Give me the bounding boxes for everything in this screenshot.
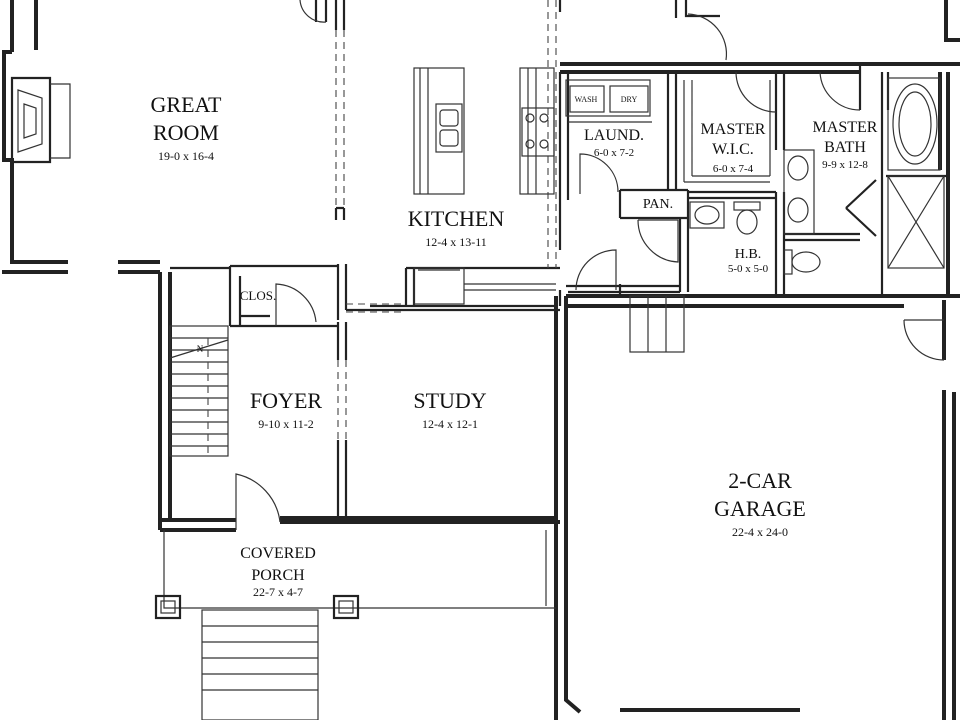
- wic-dims: 6-0 x 7-4: [713, 163, 754, 175]
- garage-dims: 22-4 x 24-0: [732, 525, 788, 539]
- bathtub: [887, 77, 941, 171]
- great-room-name-1: GREAT: [151, 92, 222, 117]
- toilet-master: [783, 249, 821, 275]
- great-room-name-2: ROOM: [153, 120, 219, 145]
- closet-name: CLOS.: [240, 288, 276, 303]
- porch-name-2: PORCH: [251, 567, 305, 584]
- stair-marker: N: [197, 344, 204, 354]
- garage-steps: [629, 295, 685, 353]
- kitchen-name: KITCHEN: [408, 206, 505, 231]
- porch-dims: 22-7 x 4-7: [253, 585, 303, 599]
- foyer-name: FOYER: [250, 388, 322, 413]
- wic-shelving: [683, 80, 771, 183]
- wic-name-1: MASTER: [701, 121, 766, 138]
- bath-name-1: MASTER: [813, 119, 878, 136]
- bath-dims: 9-9 x 12-8: [822, 159, 868, 171]
- bath-name-2: BATH: [824, 139, 866, 156]
- half-bath-name: H.B.: [735, 247, 761, 262]
- porch-name-1: COVERED: [240, 545, 316, 562]
- kitchen-dims: 12-4 x 13-11: [425, 235, 487, 249]
- room-labels: GREAT ROOM 19-0 x 16-4 KITCHEN 12-4 x 13…: [151, 92, 878, 599]
- washer-label: WASH: [575, 95, 598, 104]
- study-dims: 12-4 x 12-1: [422, 417, 478, 431]
- foyer-dims: 9-10 x 11-2: [258, 417, 314, 431]
- bar-counter: [413, 267, 556, 305]
- shower: [845, 175, 945, 269]
- laundry-appliances: WASH DRY: [565, 79, 652, 123]
- interior-walls: [170, 0, 948, 520]
- pantry-name: PAN.: [643, 197, 673, 212]
- staircase: N: [169, 325, 229, 457]
- vanity-sinks: [783, 149, 815, 235]
- range-counter: [519, 67, 555, 195]
- open-boundaries: [335, 0, 557, 440]
- garage-name-2: GARAGE: [714, 496, 806, 521]
- wic-name-2: W.I.C.: [712, 141, 754, 158]
- half-bath-dims: 5-0 x 5-0: [728, 263, 769, 275]
- half-bath-fixtures: [689, 201, 761, 235]
- porch-structure: [154, 530, 556, 720]
- laundry-dims: 6-0 x 7-2: [594, 147, 634, 159]
- fireplace: [10, 76, 71, 164]
- dryer-label: DRY: [621, 95, 638, 104]
- laundry-name: LAUND.: [584, 127, 644, 144]
- garage-name-1: 2-CAR: [728, 468, 792, 493]
- doors: [235, 0, 945, 530]
- kitchen-island: [413, 67, 465, 195]
- great-room-dims: 19-0 x 16-4: [158, 149, 214, 163]
- study-name: STUDY: [413, 388, 486, 413]
